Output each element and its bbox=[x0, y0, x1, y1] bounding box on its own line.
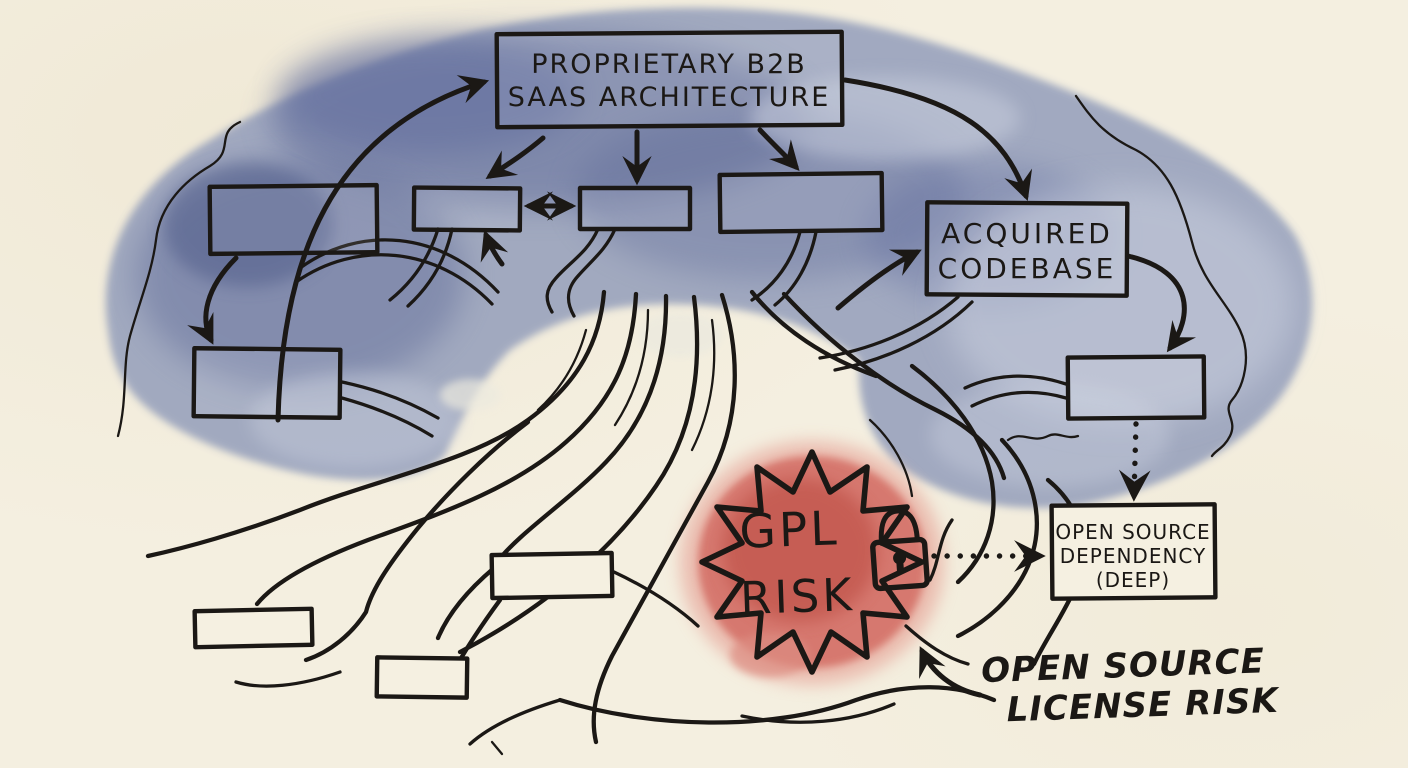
starburst-outline bbox=[699, 449, 925, 675]
branch-line bbox=[963, 374, 1068, 390]
empty-module-box bbox=[411, 185, 523, 233]
dashed-arrow-module-to-dependency bbox=[1118, 421, 1151, 502]
empty-module-box bbox=[577, 185, 693, 232]
branch-line bbox=[818, 295, 960, 360]
root bbox=[254, 291, 639, 607]
arrow-loop-to-architecture bbox=[275, 75, 490, 423]
gpl-risk-burst: GPL RISK bbox=[699, 449, 930, 675]
acquired-label-line1: ACQUIRED bbox=[941, 217, 1113, 250]
root-strokes bbox=[145, 289, 1086, 756]
empty-module-box bbox=[1065, 354, 1207, 421]
canopy-light-patch bbox=[945, 185, 1295, 425]
root-echo bbox=[868, 418, 914, 498]
root bbox=[928, 518, 954, 582]
branch-line bbox=[294, 253, 494, 306]
edge-squiggle-right bbox=[1074, 94, 1248, 458]
lock-keyhole-stem bbox=[896, 559, 904, 574]
root bbox=[781, 291, 1007, 481]
root bbox=[303, 419, 531, 663]
arrow-module-to-module bbox=[187, 255, 239, 345]
risk-smudge bbox=[730, 633, 810, 677]
dependency-label-line3: (DEEP) bbox=[1096, 568, 1170, 592]
risk-label-line1: GPL bbox=[739, 501, 841, 559]
root bbox=[494, 293, 669, 565]
root bbox=[468, 698, 562, 746]
branch-line bbox=[388, 227, 440, 302]
canopy-light-patch bbox=[250, 372, 460, 468]
empty-module-box bbox=[207, 182, 380, 257]
architecture-label-line2: SAAS ARCHITECTURE bbox=[508, 82, 831, 113]
root bbox=[612, 570, 700, 628]
dependency-label-line2: DEPENDENCY bbox=[1060, 544, 1207, 568]
root bbox=[557, 685, 997, 725]
architecture-label-line1: PROPRIETARY B2B bbox=[531, 49, 807, 80]
canopy-darker-patch bbox=[163, 163, 333, 287]
root bbox=[740, 702, 896, 724]
module-boxes bbox=[191, 170, 1207, 700]
edge-wave-bottom-right bbox=[1006, 433, 1080, 442]
arrow-architecture-to-module bbox=[485, 135, 546, 179]
root bbox=[591, 292, 737, 745]
branch-line bbox=[340, 380, 440, 420]
acquired-codebase-box bbox=[924, 200, 1130, 298]
risk-burst-watercolor bbox=[680, 441, 944, 685]
branch-line bbox=[545, 227, 600, 314]
lock-icon bbox=[870, 508, 930, 592]
root-echo bbox=[690, 318, 716, 452]
risk-core bbox=[722, 478, 878, 622]
root bbox=[435, 565, 497, 641]
root bbox=[145, 289, 607, 559]
canopy-pale-gap bbox=[638, 313, 722, 357]
root-echo bbox=[536, 328, 588, 412]
arrow-acquired-to-module bbox=[1125, 253, 1197, 353]
canopy-pale-gap bbox=[440, 379, 500, 411]
root bbox=[749, 289, 879, 379]
root-echo bbox=[613, 308, 650, 427]
canopy-light-patch bbox=[750, 76, 1020, 160]
root bbox=[909, 363, 996, 585]
canopy-dark-patch bbox=[280, 37, 580, 153]
root bbox=[234, 670, 342, 688]
architecture-node: PROPRIETARY B2B SAAS ARCHITECTURE bbox=[494, 29, 845, 130]
branch-line bbox=[750, 230, 802, 302]
root bbox=[490, 740, 504, 756]
arrow-into-acquired bbox=[835, 249, 922, 311]
annotation-line2: LICENSE RISK bbox=[1006, 681, 1281, 731]
empty-root-box bbox=[192, 606, 315, 650]
annotation: OPEN SOURCE LICENSE RISK bbox=[981, 641, 1281, 731]
acquired-codebase-node: ACQUIRED CODEBASE bbox=[924, 200, 1130, 298]
branch-line bbox=[970, 390, 1068, 408]
arrow-architecture-to-acquired bbox=[842, 77, 1033, 202]
branch-line bbox=[406, 227, 454, 308]
dependency-node: OPEN SOURCE DEPENDENCY (DEEP) bbox=[1049, 502, 1218, 601]
empty-module-box bbox=[191, 346, 343, 420]
empty-root-box bbox=[374, 655, 470, 700]
edge-squiggle-left bbox=[116, 120, 242, 438]
dependency-box bbox=[1049, 502, 1218, 601]
root bbox=[457, 294, 700, 655]
arrow-architecture-to-module bbox=[757, 127, 800, 171]
annotation-arrow bbox=[919, 646, 983, 698]
branch-line bbox=[340, 396, 434, 438]
canopy-edge-squiggles bbox=[116, 94, 1248, 458]
empty-root-box bbox=[489, 550, 615, 601]
arrow-up-into-module bbox=[480, 230, 509, 267]
dependency-label-line1: OPEN SOURCE bbox=[1055, 520, 1210, 544]
acquired-label-line2: CODEBASE bbox=[938, 252, 1117, 285]
risk-label-line2: RISK bbox=[739, 568, 855, 625]
lock-body bbox=[870, 536, 930, 592]
lock-shackle bbox=[878, 508, 920, 546]
annotation-line1: OPEN SOURCE bbox=[981, 641, 1266, 691]
architecture-box bbox=[494, 29, 845, 130]
empty-module-box bbox=[717, 170, 885, 235]
dependency-arrows bbox=[931, 421, 1151, 572]
branch-line bbox=[773, 230, 818, 307]
branch-line bbox=[566, 227, 617, 318]
flow-arrows bbox=[187, 75, 1197, 423]
